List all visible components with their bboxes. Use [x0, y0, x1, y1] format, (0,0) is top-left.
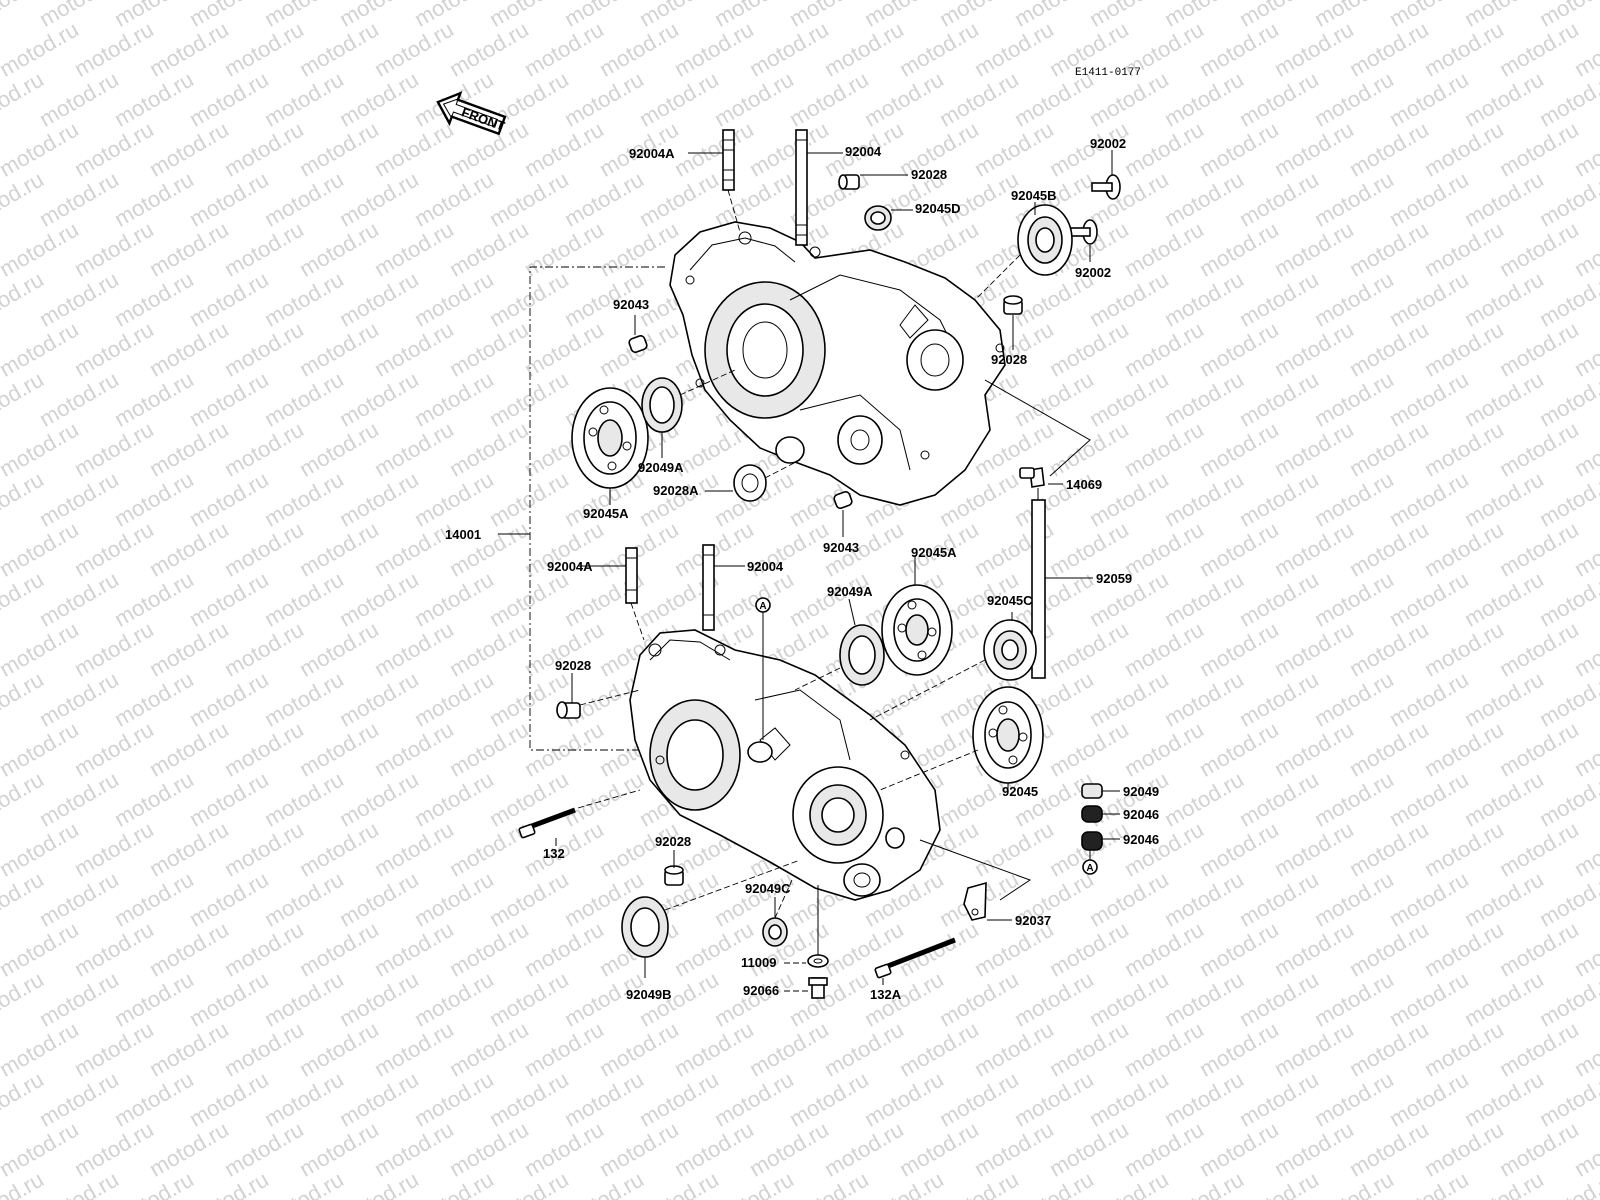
label-92045B: 92045B: [1011, 188, 1057, 203]
label-92004-lower: 92004: [747, 559, 784, 574]
label-92066: 92066: [743, 983, 779, 998]
label-92004A-upper: 92004A: [629, 146, 675, 161]
label-92045A-upper: 92045A: [583, 506, 629, 521]
label-92045C: 92045C: [987, 593, 1033, 608]
damper-92046-a: [1081, 805, 1103, 823]
label-11009: 11009: [741, 955, 776, 970]
label-92049A-lower: 92049A: [827, 584, 873, 599]
oil-seal-92049C: [762, 879, 793, 947]
label-14069: 14069: [1066, 477, 1102, 492]
front-arrow-icon: FRONT: [436, 91, 507, 136]
lower-crankcase-half: [629, 629, 941, 901]
breather-fitting-14069: [1019, 467, 1045, 488]
label-92045A-lower: 92045A: [911, 545, 957, 560]
label-14001: 14001: [445, 527, 481, 542]
damper-92046-b: [1081, 831, 1103, 851]
stud-92004A-upper: [722, 129, 741, 233]
plug-92066: [808, 977, 828, 999]
svg-text:A: A: [1086, 863, 1093, 874]
bearing-92045: [972, 686, 1044, 784]
label-92004-upper: 92004: [845, 144, 882, 159]
upper-crankcase-half: [669, 221, 1006, 506]
label-92028-bottom: 92028: [655, 834, 691, 849]
bearing-92045A-lower: [881, 584, 953, 676]
leader-lines: [555, 150, 1120, 992]
stud-92004-lower: [702, 544, 715, 631]
screw-92002-top: [1091, 174, 1121, 200]
dowel-92028A: [733, 459, 801, 502]
bolt-132A: [874, 937, 956, 979]
label-92037: 92037: [1015, 913, 1051, 928]
grommet-92049: [1081, 783, 1103, 799]
label-132: 132: [543, 846, 565, 861]
label-92046-a: 92046: [1123, 807, 1159, 822]
stud-92004A-lower: [625, 547, 645, 641]
label-92004A-lower: 92004A: [547, 559, 593, 574]
breather-tube-92059: [1031, 488, 1046, 679]
label-92045: 92045: [1002, 784, 1038, 799]
reference-marker-a-upper: A: [755, 597, 771, 740]
label-92049: 92049: [1123, 784, 1159, 799]
bolt-132: [518, 789, 641, 839]
svg-text:A: A: [759, 601, 766, 612]
label-92049A-upper: 92049A: [638, 460, 684, 475]
oil-seal-92049A-lower: [839, 624, 885, 686]
label-92059: 92059: [1096, 571, 1132, 586]
dowel-92028-bottom: [664, 865, 684, 886]
bearing-92045A-upper: [571, 387, 649, 489]
label-132A: 132A: [870, 987, 902, 1002]
label-92043-upper: 92043: [613, 297, 649, 312]
label-92002-mid: 92002: [1075, 265, 1111, 280]
bearing-92045B: [1017, 204, 1073, 276]
label-92046-b: 92046: [1123, 832, 1159, 847]
diagram-code: E1411-0177: [1075, 67, 1141, 79]
label-92049B: 92049B: [626, 987, 672, 1002]
reference-marker-a-lower: A: [1082, 850, 1098, 875]
part-labels: 92004A 92004 92028 92045D 92002 92045B 9…: [445, 136, 1159, 1002]
dowel-92028-upper: [838, 174, 860, 190]
bracket-92037: [919, 839, 1032, 921]
dowel-pin-92043-mid: [833, 491, 853, 509]
bearing-92045C: [983, 619, 1037, 681]
label-92045D: 92045D: [915, 201, 961, 216]
dowel-pin-92043-upper: [628, 335, 648, 353]
stud-92004-upper: [795, 129, 808, 246]
label-92049C: 92049C: [745, 881, 791, 896]
label-92028-lower: 92028: [555, 658, 591, 673]
crankcase-set-bracket: [498, 266, 665, 751]
dowel-92028-lower: [556, 689, 641, 719]
label-92002-top: 92002: [1090, 136, 1126, 151]
bearing-92045D: [864, 205, 892, 231]
label-92028A: 92028A: [653, 483, 699, 498]
oil-seal-92049A-upper: [641, 377, 683, 433]
screw-92002-mid: [1069, 219, 1098, 245]
label-92043-mid: 92043: [823, 540, 859, 555]
washer-11009: [807, 885, 829, 968]
label-92028-upper: 92028: [911, 167, 947, 182]
label-92028-right: 92028: [991, 352, 1027, 367]
dowel-92028-right: [1003, 295, 1023, 315]
